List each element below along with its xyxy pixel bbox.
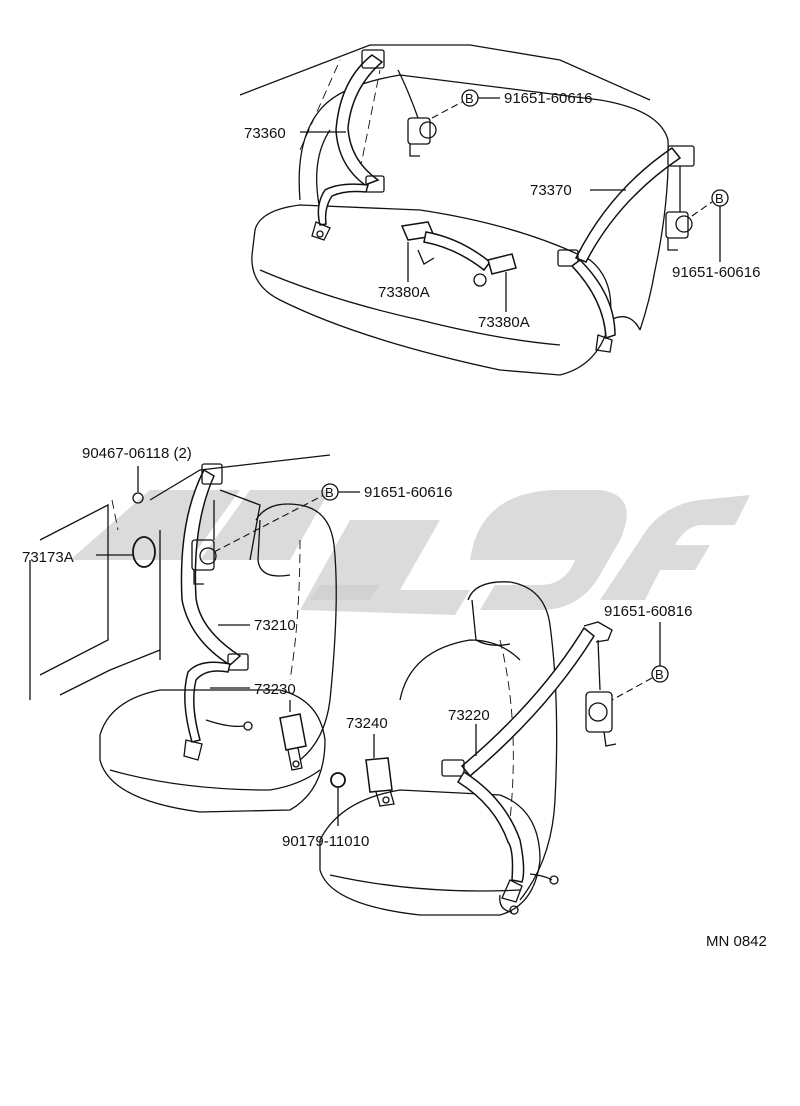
bolt-marker-b-icon [651,665,669,683]
label-73220: 73220 [448,707,490,724]
nut-icon [330,772,346,788]
bolt-marker-letter: B [325,485,334,500]
upper-anchor-icon [667,145,695,167]
front-right-buckle-73240: 73240 [346,715,395,807]
label-73240: 73240 [346,715,388,732]
retractor-icon [665,211,689,239]
bolt-marker-letter: B [465,91,474,106]
label-91651-60816-front-right: 91651-60816 [604,603,692,620]
front-door-frame [29,454,331,700]
retractor-icon [585,691,613,733]
retractor-icon [191,539,215,571]
label-73210: 73210 [254,617,296,634]
watermark-logo [70,490,750,615]
label-73380a-left: 73380A [378,284,430,301]
label-73360: 73360 [244,125,286,142]
pillar-cover-73173a: 73173A [22,536,156,568]
screw-icon [132,492,144,504]
cover-icon [132,536,156,568]
rear-left-seat-belt-73360 [311,49,437,241]
rear-right-bolt-callout: B 91651-60616 [672,189,760,281]
rear-right-seat-belt-73370 [557,145,695,353]
belt-guide-icon [227,653,249,671]
belt-guide-icon [365,175,385,193]
belt-guide-icon [557,249,579,267]
front-left-seat [99,503,337,813]
bolt-marker-letter: B [715,191,724,206]
retractor-icon [407,117,431,145]
upper-anchor-icon [201,463,223,485]
label-91651-60616-front-left: 91651-60616 [364,484,452,501]
label-73230: 73230 [254,681,296,698]
label-73173a: 73173A [22,549,74,566]
front-screw-callout: 90467-06118 (2) [82,445,192,504]
label-73370: 73370 [530,182,572,199]
rear-left-bolt-callout: B 91651-60616 [431,89,592,119]
diagram-code: MN 0842 [706,933,767,950]
front-right-seat-belt-73220 [441,621,617,915]
front-left-buckle-73230 [279,713,307,771]
belt-guide-icon [441,759,465,777]
label-90179-11010: 90179-11010 [282,833,369,850]
label-91651-60616-rear-left: 91651-60616 [504,90,592,107]
front-left-seat-belt-73210 [180,463,253,761]
label-91651-60616-rear-right: 91651-60616 [672,264,760,281]
front-right-bolt-callout: 91651-60816 B [604,603,692,701]
bolt-marker-letter: B [655,667,664,682]
upper-anchor-icon [361,49,385,69]
label-73380a-right: 73380A [478,314,530,331]
front-right-seat [319,581,558,916]
label-90467-06118: 90467-06118 (2) [82,445,192,462]
rear-center-buckle-73380a [400,221,517,287]
nut-callout: 90179-11010 [282,772,369,850]
